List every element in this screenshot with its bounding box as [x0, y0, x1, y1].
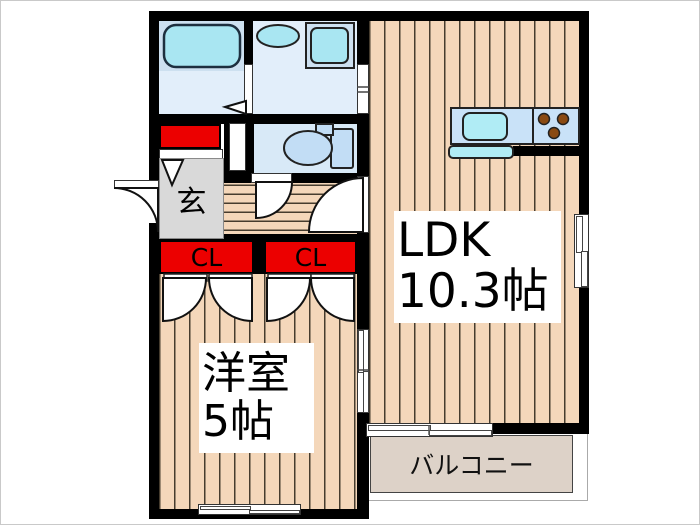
balcony-label: バルコニー — [409, 451, 534, 480]
bedroom-label-box: 洋室 5帖 — [199, 343, 314, 453]
balcony: バルコニー — [370, 435, 573, 493]
genkan-label: 玄 — [176, 184, 207, 220]
window-pane — [368, 425, 431, 431]
ldk-size-label: 10.3帖 — [397, 264, 549, 319]
ldk-label-box: LDK 10.3帖 — [394, 211, 561, 323]
ldk-door-leaf — [357, 176, 369, 233]
genkan-area: 玄 — [159, 158, 224, 239]
ldk-label: LDK — [397, 213, 491, 269]
entrance-door-leaf — [114, 180, 159, 188]
shoe-cabinet — [159, 124, 221, 149]
wall-top — [149, 11, 589, 21]
bathroom-door — [244, 64, 253, 114]
closet-1-label: CL — [190, 242, 223, 272]
sliding-door-pane — [363, 371, 369, 413]
window-pane — [576, 216, 583, 253]
closet-2-label: CL — [294, 242, 327, 272]
wall-left-upper — [149, 11, 159, 181]
closet-2: CL — [264, 240, 357, 274]
wall-bedroom-right — [357, 423, 369, 519]
bedroom-label: 洋室 — [202, 348, 290, 400]
washroom-sliding-door — [357, 64, 369, 114]
bathtub-panel — [159, 21, 244, 71]
window-pane — [249, 510, 300, 514]
wall-toilet-right — [357, 114, 369, 176]
wall-closet-top — [159, 234, 369, 240]
bedroom-ldk-sliding-door — [357, 329, 369, 413]
sliding-door-pane — [358, 330, 364, 373]
wall-bath-bottom — [149, 114, 369, 124]
toilet-floor — [254, 124, 357, 173]
window-pane — [200, 506, 251, 510]
washroom-floor — [253, 21, 357, 114]
wall-left-lower — [149, 223, 159, 519]
window-pane — [581, 251, 588, 287]
ldk-side-window — [574, 214, 589, 288]
toilet-door-leaf — [251, 173, 292, 183]
toilet-pocket-door — [229, 123, 246, 171]
bedroom-size-label: 5帖 — [202, 396, 274, 447]
window-pane — [429, 430, 492, 436]
wall-toilet-bottom — [291, 173, 357, 183]
wall-under-kitchen — [513, 146, 579, 156]
balcony-sliding-window — [366, 423, 493, 437]
wall-closet-divider — [254, 240, 264, 274]
bedroom-window — [198, 504, 301, 515]
closet-1: CL — [159, 240, 254, 274]
